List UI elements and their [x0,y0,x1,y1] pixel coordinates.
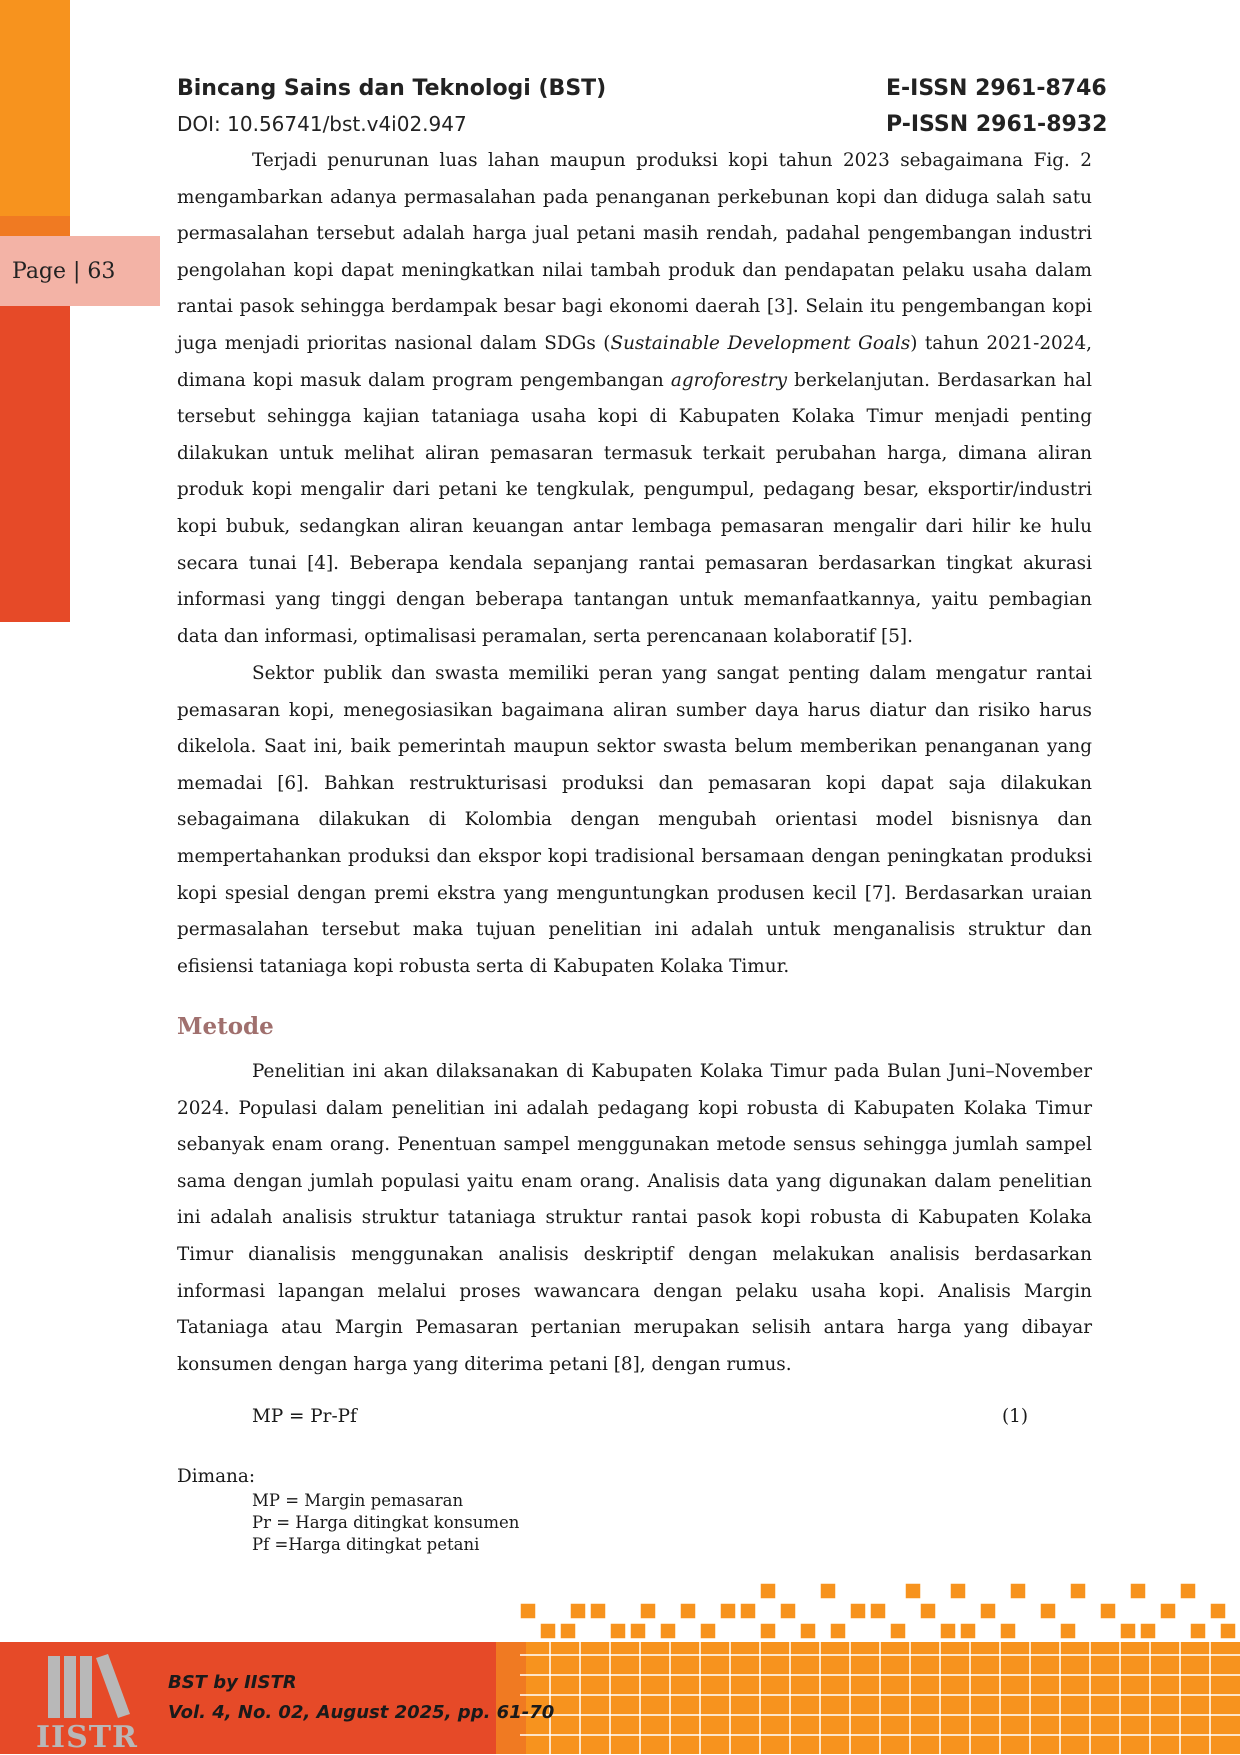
logo-text: IISTR [36,1720,138,1755]
page-number-label: Page | 63 [12,258,116,284]
paragraph-3: Penelitian ini akan dilaksanakan di Kabu… [177,1061,1092,1375]
paragraph-1-italic-sdgs: Sustainable Development Goals [610,332,911,354]
definition-item: MP = Margin pemasaran [252,1491,464,1510]
definitions-list: MP = Margin pemasaran Pr = Harga ditingk… [252,1490,519,1556]
footer-grid-pattern [520,1582,1240,1754]
body-text-intro: Terjadi penurunan luas lahan maupun prod… [177,143,1092,655]
paragraph-1-part-1: Terjadi penurunan luas lahan maupun prod… [177,150,1092,354]
journal-title: Bincang Sains dan Teknologi (BST) [177,76,607,101]
paragraph-1-part-3: berkelanjutan. Berdasarkan hal tersebut … [177,369,1092,647]
paragraph-1: Terjadi penurunan luas lahan maupun prod… [177,143,1092,655]
sidebar-orange-accent [0,216,70,236]
definitions-label: Dimana: [177,1466,256,1487]
paragraph-2: Sektor publik dan swasta memiliki peran … [177,663,1092,977]
footer-volume-info: Vol. 4, No. 02, August 2025, pp. 61-70 [168,1702,555,1723]
sidebar-orange-bar [0,0,70,216]
definition-item: Pr = Harga ditingkat konsumen [252,1513,520,1532]
pissn-text: P-ISSN 2961-8932 [886,112,1108,137]
eissn-text: E-ISSN 2961-8746 [886,76,1107,101]
equation-number: (1) [1002,1406,1029,1427]
body-text-paragraph-2: Sektor publik dan swasta memiliki peran … [177,656,1092,985]
page-number-tab: Page | 63 [0,236,160,306]
section-heading-metode: Metode [177,1013,274,1040]
equation-formula: MP = Pr-Pf [252,1406,357,1427]
paragraph-1-part-2: ) tahun 2021-2024, dimana kopi masuk dal… [177,332,1092,391]
body-text-methods: Penelitian ini akan dilaksanakan di Kabu… [177,1054,1092,1383]
iistr-logo-icon [48,1654,130,1718]
doi-text: DOI: 10.56741/bst.v4i02.947 [177,112,467,136]
paragraph-1-italic-agroforestry: agroforestry [670,369,788,391]
footer-publisher: BST by IISTR [168,1672,297,1693]
definition-item: Pf =Harga ditingkat petani [252,1535,480,1554]
